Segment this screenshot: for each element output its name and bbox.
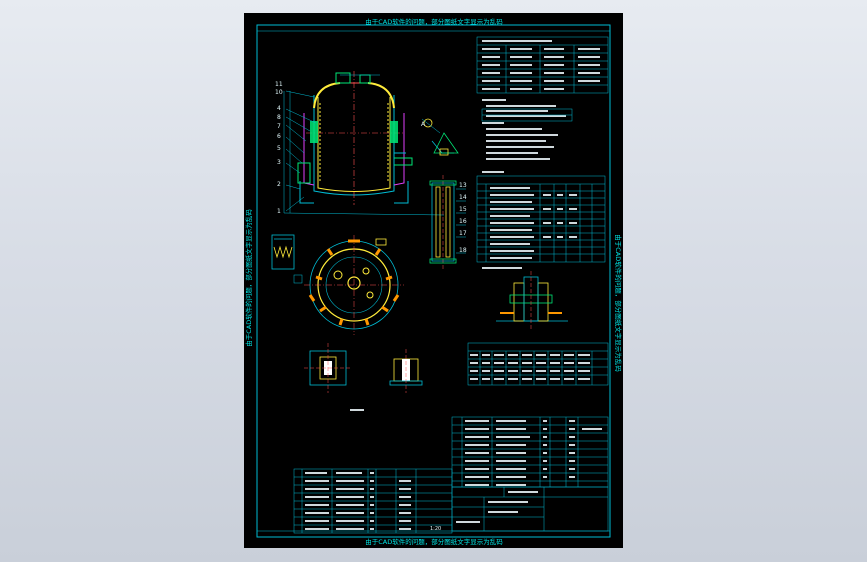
callout-6: 6 [277, 133, 281, 140]
top-banner: 由于CAD软件的问题，部分图纸文字显示为乱码 [365, 17, 503, 26]
side-section-view [429, 175, 466, 269]
detail-a [421, 118, 459, 156]
callout-17: 17 [459, 230, 467, 237]
drawing-scale: 1:20 [430, 526, 441, 532]
callout-labels-left: 11 10 4 8 7 6 5 3 2 1 [275, 81, 283, 215]
right-side-banner: 由于CAD软件的问题，部分图纸文字显示为乱码 [614, 234, 623, 372]
flange-detail [496, 271, 568, 331]
title-block-text [456, 491, 538, 523]
callout-7: 7 [277, 123, 281, 130]
callout-4: 4 [277, 105, 281, 112]
callout-10: 10 [275, 89, 283, 96]
callout-8: 8 [277, 114, 281, 121]
spec-subtable [481, 108, 573, 122]
bom-table-left [293, 468, 453, 534]
vessel-plan-view [293, 235, 404, 335]
callout-1: 1 [277, 208, 281, 215]
coil-sketch [271, 234, 295, 270]
nozzle-table-text [482, 187, 577, 269]
callout-3: 3 [277, 159, 281, 166]
callout-5: 5 [277, 145, 281, 152]
bom-left-text [305, 472, 411, 530]
section-caption [350, 409, 364, 411]
callout-11: 11 [275, 81, 283, 88]
support-section-b [389, 349, 423, 393]
drawing-sheet[interactable]: 由于CAD软件的问题，部分图纸文字显示为乱码 由于CAD软件的问题，部分图纸文字… [244, 13, 623, 548]
callout-18: 18 [459, 247, 467, 254]
callout-13: 13 [459, 182, 467, 189]
nozzle-table [476, 175, 606, 263]
vessel-elevation [283, 71, 445, 216]
spec-text-lines [482, 40, 600, 173]
technical-spec-table [476, 36, 609, 94]
callout-16: 16 [459, 218, 467, 225]
left-side-banner: 由于CAD软件的问题，部分图纸文字显示为乱码 [244, 209, 253, 347]
callout-14: 14 [459, 194, 467, 201]
callout-labels-right: 13 14 15 16 17 18 [459, 182, 467, 254]
bom-right-text [465, 420, 602, 486]
bottom-banner: 由于CAD软件的问题，部分图纸文字显示为乱码 [365, 537, 503, 546]
data-table [467, 342, 609, 386]
callout-15: 15 [459, 206, 467, 213]
callout-2: 2 [277, 181, 281, 188]
data-table-text [470, 354, 590, 380]
support-section-a [304, 343, 352, 393]
detail-a-label: A [421, 121, 426, 128]
title-block [451, 486, 609, 532]
callout-leaders-left [285, 90, 317, 212]
